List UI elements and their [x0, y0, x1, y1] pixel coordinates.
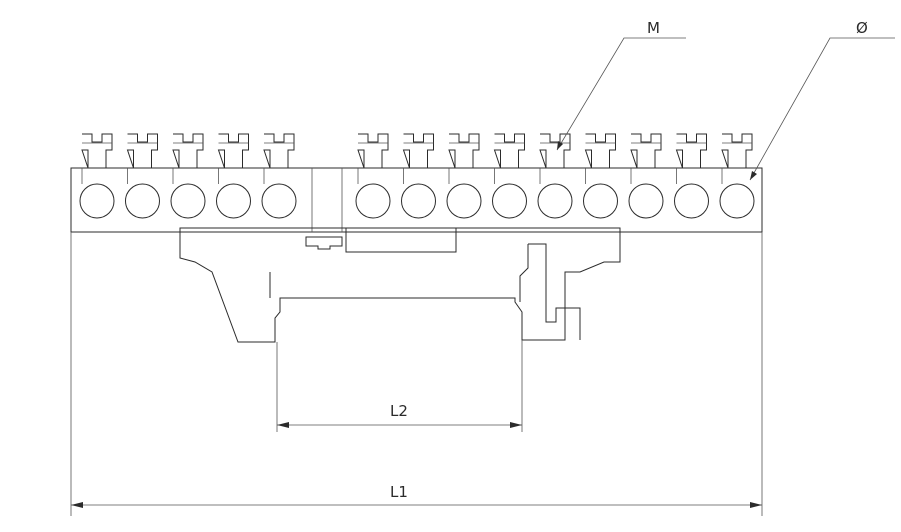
- thread-label: M: [647, 19, 660, 37]
- terminal-hole: [79, 183, 115, 219]
- screw-head: [493, 133, 525, 169]
- screw-head: [675, 133, 707, 169]
- terminal-hole: [719, 183, 755, 219]
- l2-arrow-left: [277, 422, 289, 428]
- screw-row: [81, 133, 753, 169]
- terminal-hole: [628, 183, 664, 219]
- l2-arrow-right: [510, 422, 522, 428]
- terminal-hole: [261, 183, 297, 219]
- screw-head: [584, 133, 616, 169]
- diameter-leader-arrow: [750, 171, 757, 180]
- diameter-label: Ø: [856, 19, 868, 37]
- screw-head: [81, 133, 113, 169]
- center-latch: [305, 236, 343, 250]
- l1-arrow-right: [750, 502, 762, 508]
- screw-head: [263, 133, 295, 169]
- screw-head: [217, 133, 249, 169]
- screw-head: [357, 133, 389, 169]
- terminal-hole: [170, 183, 206, 219]
- screw-head: [172, 133, 204, 169]
- terminal-hole: [583, 183, 618, 219]
- terminal-hole: [355, 183, 391, 219]
- mount-base-outline: [179, 227, 621, 343]
- terminal-hole: [492, 183, 527, 219]
- l1-arrow-left: [71, 502, 83, 508]
- screw-head: [126, 133, 158, 169]
- terminal-hole: [537, 183, 573, 219]
- terminal-bar-body: [70, 167, 763, 233]
- screw-head: [539, 133, 571, 169]
- screw-head: [721, 133, 753, 169]
- terminal-hole: [216, 183, 251, 219]
- screw-head: [630, 133, 662, 169]
- thread-leader-arrow: [557, 141, 563, 150]
- right-hook: [528, 243, 581, 340]
- center-clip: [345, 227, 457, 253]
- thread-leader-line: [556, 37, 686, 151]
- diameter-leader-line: [749, 37, 895, 181]
- terminal-hole: [401, 183, 436, 219]
- rail-width-label: L2: [390, 402, 408, 420]
- hole-row: [79, 168, 755, 219]
- screw-head: [402, 133, 434, 169]
- right-hook-step: [519, 244, 529, 302]
- terminal-hole: [674, 183, 709, 219]
- terminal-hole: [125, 183, 160, 219]
- terminal-hole: [446, 183, 482, 219]
- total-length-label: L1: [390, 483, 408, 501]
- screw-head: [448, 133, 480, 169]
